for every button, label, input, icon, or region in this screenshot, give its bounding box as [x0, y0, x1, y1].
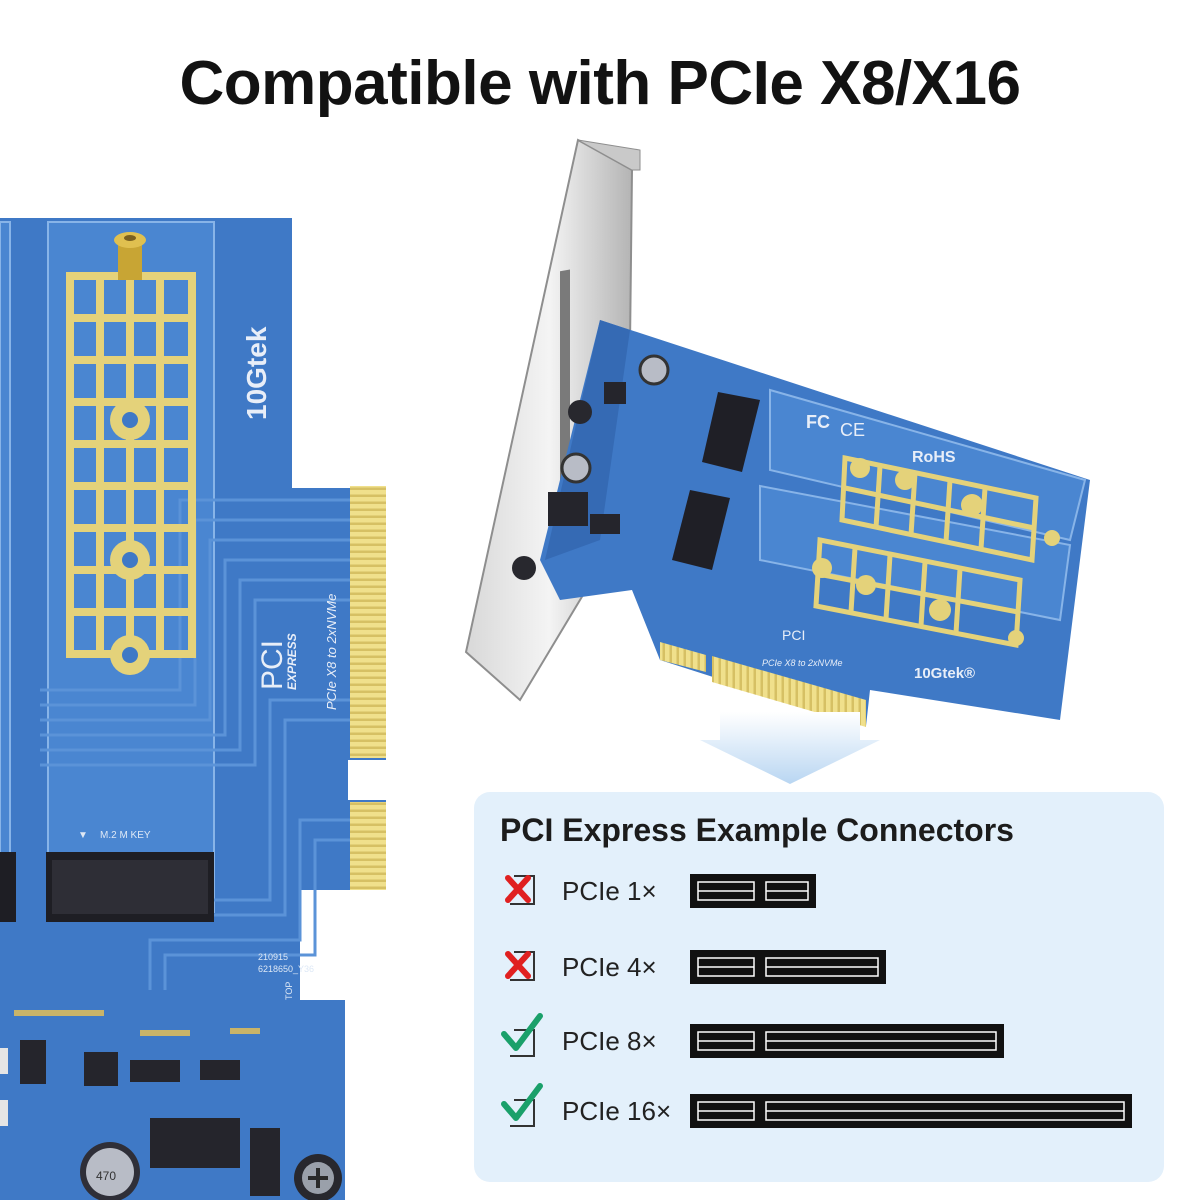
cross-icon	[505, 875, 535, 905]
svg-text:FC: FC	[806, 412, 830, 432]
slot-pcie-1x	[690, 874, 816, 908]
board-closeup: ▼ M.2 M KEY 10Gtek PCI EXPRESS PCIe X8 t…	[0, 218, 386, 1200]
svg-text:210915: 210915	[258, 952, 288, 962]
row-label-pcie-16x: PCIe 16×	[562, 1096, 672, 1126]
model-text: PCIe X8 to 2xNVMe	[324, 594, 339, 710]
slot-pcie-4x	[690, 950, 886, 984]
gold-fingers-lower	[350, 802, 386, 890]
pci-logo-sub: EXPRESS	[285, 633, 299, 690]
svg-text:▼: ▼	[78, 830, 88, 841]
capacitor-label: 470	[96, 1169, 116, 1183]
connectors-title: PCI Express Example Connectors	[500, 812, 1014, 848]
svg-text:PCIe X8 to 2xNVMe: PCIe X8 to 2xNVMe	[762, 658, 843, 668]
check-icon	[501, 1013, 543, 1057]
brand-text: 10Gtek	[241, 326, 272, 420]
svg-text:CE: CE	[840, 420, 865, 440]
key-label: M.2 M KEY	[100, 830, 151, 841]
row-label-pcie-8x: PCIe 8×	[562, 1026, 657, 1056]
row-label-pcie-1x: PCIe 1×	[562, 876, 657, 906]
cross-icon	[505, 951, 535, 981]
row-label-pcie-4x: PCIe 4×	[562, 952, 657, 982]
slot-pcie-8x	[690, 1024, 1004, 1058]
svg-text:6218650_Y36: 6218650_Y36	[258, 964, 314, 974]
pci-logo: PCI	[256, 640, 289, 690]
page-title: Compatible with PCIe X8/X16	[179, 49, 1021, 118]
svg-text:10Gtek®: 10Gtek®	[914, 665, 975, 682]
svg-text:PCI: PCI	[782, 627, 805, 643]
svg-text:TOP: TOP	[284, 982, 294, 1000]
down-arrow-icon	[700, 712, 880, 784]
slot-pcie-16x	[690, 1094, 1132, 1128]
svg-text:RoHS: RoHS	[912, 449, 956, 466]
board-perspective: FC CE RoHS 10Gtek® PCI PCIe X8 to 2xNVMe	[464, 138, 1090, 727]
check-icon	[501, 1083, 543, 1127]
gold-fingers-upper	[350, 486, 386, 758]
